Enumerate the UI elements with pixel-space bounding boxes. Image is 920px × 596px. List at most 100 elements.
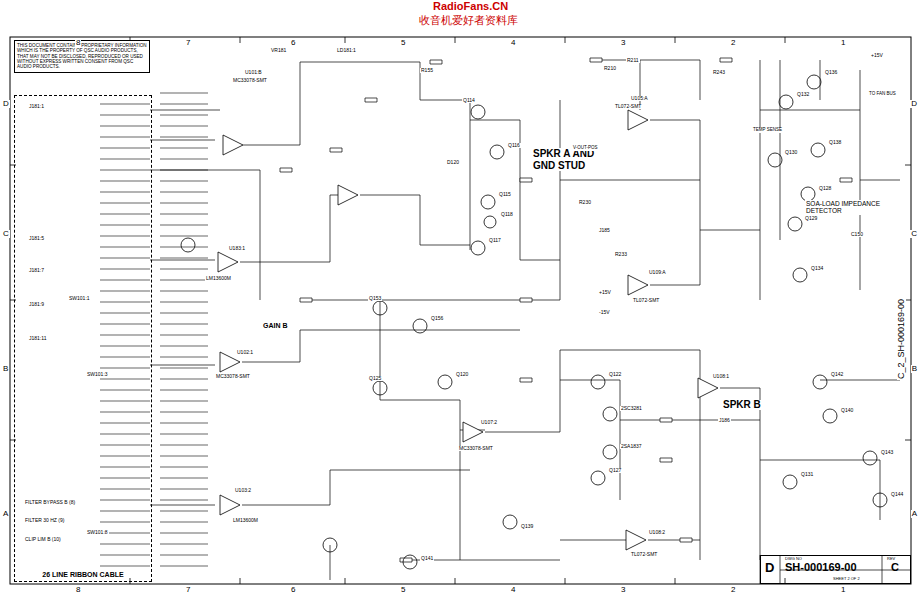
connector-pins [160, 85, 208, 570]
schematic-label: D120 [446, 160, 460, 165]
schematic-label: Q129 [804, 216, 818, 221]
schematic-label: U101:B [244, 70, 263, 75]
schematic-label: 6 [290, 586, 296, 594]
schematic-label: R243 [712, 70, 726, 75]
schematic-label: 7 [185, 586, 191, 594]
schematic-label: Q143 [880, 450, 894, 455]
schematic-label: -15V [598, 310, 611, 315]
schematic-label: Q118 [500, 212, 514, 217]
schematic-label: C150 [850, 232, 864, 237]
schematic-label: 8 [75, 586, 81, 594]
schematic-label: 2 [730, 39, 736, 47]
schematic-label: Q115 [498, 192, 512, 197]
schematic-label: Q117 [488, 238, 502, 243]
schematic-label: U102:1 [236, 350, 254, 355]
schematic-label: C [910, 230, 918, 238]
schematic-label: Q136 [824, 70, 838, 75]
schematic-label: R230 [578, 200, 592, 205]
schematic-label: 2SC3281 [620, 406, 643, 411]
schematic-label: Q125 [368, 376, 382, 381]
notice-box: THIS DOCUMENT CONTAINS PROPRIETARY INFOR… [14, 40, 150, 73]
schematic-label: 2SA1837 [620, 444, 643, 449]
schematic-label: MC33078-SMT [458, 446, 494, 451]
schematic-label: U108:2 [648, 530, 666, 535]
node-text: 26 LINE RIBBON CABLE [15, 571, 151, 578]
schematic-label: Q128 [818, 186, 832, 191]
schematic-label: U108:1 [712, 374, 730, 379]
schematic-label: V-OUT-POS [572, 146, 599, 151]
schematic-label: 1 [840, 39, 846, 47]
node-text: THIS DOCUMENT CONTAINS PROPRIETARY INFOR… [17, 43, 147, 69]
schematic-label: J181:1 [28, 104, 45, 109]
grid-ticks [10, 37, 911, 584]
wires [150, 60, 900, 580]
schematic-label: 6 [290, 39, 296, 47]
schematic-label: Q141 [420, 556, 434, 561]
schematic-label: FILTER 30 HZ (9) [24, 518, 65, 523]
schematic-label: J181:9 [28, 302, 45, 307]
schematic-label: 5 [400, 586, 406, 594]
ribbon-pins [100, 100, 150, 570]
schematic-label: TO FAN BUS [868, 92, 897, 97]
schematic-label: J181:7 [28, 268, 45, 273]
schematic-label: RadioFans.CN [432, 1, 509, 12]
schematic-label: J181:11 [28, 336, 47, 341]
schematic-label: TL072-SMT [632, 298, 660, 303]
schematic-label: Q144 [890, 492, 904, 497]
schematic-label: MC33078-SMT [215, 374, 251, 379]
schematic-label: Q116 [507, 143, 521, 148]
schematic-label: Q138 [828, 140, 842, 145]
schematic-label: SPKR B [722, 400, 762, 410]
schematic-label: 2 [730, 586, 736, 594]
schematic-label: SOA-LOAD IMPEDANCE DETECTOR [805, 200, 897, 215]
schematic-label: VR181 [270, 48, 287, 53]
schematic-label: U105:A [630, 96, 649, 101]
schematic-label: +15V [870, 53, 884, 58]
schematic-label: J181:5 [28, 236, 45, 241]
schematic-label: R211 [626, 58, 640, 63]
schematic-label: Q114 [462, 98, 476, 103]
schematic-label: LM13600M [205, 276, 232, 281]
schematic-label: D [910, 100, 918, 108]
schematic-label: U103:2 [234, 488, 252, 493]
schematic-label: SW101:3 [86, 372, 109, 377]
title-block-lines [760, 555, 911, 584]
node-text: SH-000169-00 [785, 562, 857, 573]
schematic-label: 5 [400, 39, 406, 47]
schematic-label: CLIP LIM B (10) [24, 537, 62, 542]
schematic-label: D [2, 100, 10, 108]
schematic-label: LM13600M [232, 518, 259, 523]
schematic-label: Q156 [430, 316, 444, 321]
schematic-label: GAIN B [262, 322, 289, 329]
node-text: C [891, 562, 899, 573]
schematic-label: +15V [598, 290, 612, 295]
node-text: REV [887, 557, 895, 561]
schematic-label: MC33078-SMT [232, 78, 268, 83]
sheet-frame [10, 37, 911, 584]
schematic-label: 4 [510, 586, 516, 594]
schematic-label: 8 [75, 39, 81, 47]
schematic-label: Q132 [796, 92, 810, 97]
node-text: SHEET 2 OF 2 [833, 577, 860, 581]
schematic-label: TEMP SENSE [752, 128, 783, 133]
schematic-label: J185 [598, 228, 611, 233]
schematic-label: SW101:8 [86, 530, 109, 535]
schematic-label: U183:1 [228, 246, 246, 251]
schematic-label: B [911, 365, 918, 373]
schematic-label: Q153 [368, 296, 382, 301]
schematic-label: R233 [614, 252, 628, 257]
schematic-label: Q139 [520, 524, 534, 529]
schematic-label: 收音机爱好者资料库 [418, 15, 519, 26]
schematic-label: SW101:1 [68, 296, 91, 301]
node-text: DWG NO [785, 557, 802, 561]
schematic-label: U107:2 [480, 420, 498, 425]
schematic-label: Q130 [784, 150, 798, 155]
schematic-label: A [2, 510, 9, 518]
schematic-label: Q122 [608, 372, 622, 377]
schematic-label: R210 [603, 66, 617, 71]
resistor-symbols [280, 58, 852, 562]
schematic-label: TL072-SMT [614, 104, 642, 109]
schematic-label: 4 [510, 39, 516, 47]
